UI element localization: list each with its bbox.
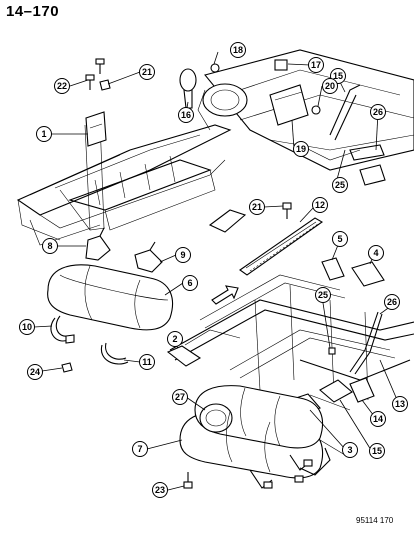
callout-3: 3: [342, 442, 358, 458]
filler-cap-16: [179, 68, 197, 109]
callout-14: 14: [370, 411, 386, 427]
callout-19: 19: [293, 141, 309, 157]
callout-label: 26: [373, 107, 383, 117]
callout-label: 6: [187, 278, 192, 288]
callout-label: 14: [373, 414, 383, 424]
callout-label: 25: [335, 180, 345, 190]
callout-5: 5: [332, 231, 348, 247]
callout-label: 25: [318, 290, 328, 300]
callout-label: 3: [347, 445, 352, 455]
page-title: 14–170: [6, 3, 60, 20]
callout-label: 17: [311, 60, 321, 70]
figure-code: 95114 170: [356, 516, 394, 525]
callout-label: 12: [315, 200, 325, 210]
direction-arrow: [211, 285, 239, 305]
nut-24: [61, 362, 73, 373]
strap-9: [134, 241, 163, 273]
callout-25-lower: 25: [315, 287, 331, 303]
screw-18: [210, 63, 220, 73]
callout-18: 18: [230, 42, 246, 58]
callout-label: 18: [233, 45, 243, 55]
bracket-1: [85, 111, 107, 147]
callout-label: 22: [57, 81, 67, 91]
callout-label: 9: [180, 250, 185, 260]
callout-label: 4: [373, 248, 378, 258]
callout-label: 15: [372, 446, 382, 456]
callout-26-upper: 26: [370, 104, 386, 120]
callout-22: 22: [54, 78, 70, 94]
callout-21-lower: 21: [249, 199, 265, 215]
strap-11: [100, 342, 129, 365]
callout-25-upper: 25: [332, 177, 348, 193]
callout-26-lower: 26: [384, 294, 400, 310]
callout-label: 21: [252, 202, 262, 212]
callout-7: 7: [132, 441, 148, 457]
callout-label: 20: [325, 81, 335, 91]
callout-20: 20: [322, 78, 338, 94]
callout-10: 10: [19, 319, 35, 335]
callout-label: 2: [172, 334, 177, 344]
callout-17: 17: [308, 57, 324, 73]
callout-8: 8: [42, 238, 58, 254]
callout-6: 6: [182, 275, 198, 291]
callout-16: 16: [178, 107, 194, 123]
callout-label: 11: [142, 357, 152, 367]
bracket-5: [321, 257, 345, 281]
callout-1: 1: [36, 126, 52, 142]
callout-2: 2: [167, 331, 183, 347]
callout-12: 12: [312, 197, 328, 213]
callout-24: 24: [27, 364, 43, 380]
callout-label: 23: [155, 485, 165, 495]
nut-21-upper: [99, 79, 111, 91]
strap-10: [50, 315, 75, 344]
callout-13: 13: [392, 396, 408, 412]
callout-label: 21: [142, 67, 152, 77]
bolt-25-lower: [328, 347, 336, 355]
dash-area-upper-right: [197, 49, 414, 186]
bracket-13-14-15: [319, 377, 375, 403]
tank-assembly-7: [179, 385, 346, 489]
callout-label: 26: [387, 297, 397, 307]
callout-label: 24: [30, 367, 40, 377]
callout-23: 23: [152, 482, 168, 498]
callout-label: 7: [137, 444, 142, 454]
shield-strip-12: [239, 217, 324, 276]
callout-21-upper: 21: [139, 64, 155, 80]
callout-4: 4: [368, 245, 384, 261]
callout-label: 16: [181, 110, 191, 120]
strap-8: [85, 227, 111, 261]
callout-label: 10: [22, 322, 32, 332]
callout-label: 15: [333, 71, 343, 81]
callout-label: 27: [175, 392, 185, 402]
callout-11: 11: [139, 354, 155, 370]
callout-9: 9: [175, 247, 191, 263]
bracket-2: [166, 345, 202, 367]
callout-label: 8: [47, 241, 52, 251]
fuel-tank-6: [47, 264, 174, 331]
frame-rails-lower: [169, 274, 414, 411]
bolt-22: [85, 58, 105, 90]
callout-label: 5: [337, 234, 342, 244]
callout-label: 13: [395, 399, 405, 409]
bolt-21-lower: [282, 202, 292, 219]
line-26-lower: [349, 311, 383, 375]
callout-15-lower: 15: [369, 443, 385, 459]
bracket-4: [351, 261, 385, 287]
callout-27: 27: [172, 389, 188, 405]
bolt-23: [183, 472, 193, 489]
callout-label: 19: [296, 144, 306, 154]
floor-pan-upper-left: [16, 119, 247, 246]
callout-label: 1: [41, 129, 46, 139]
